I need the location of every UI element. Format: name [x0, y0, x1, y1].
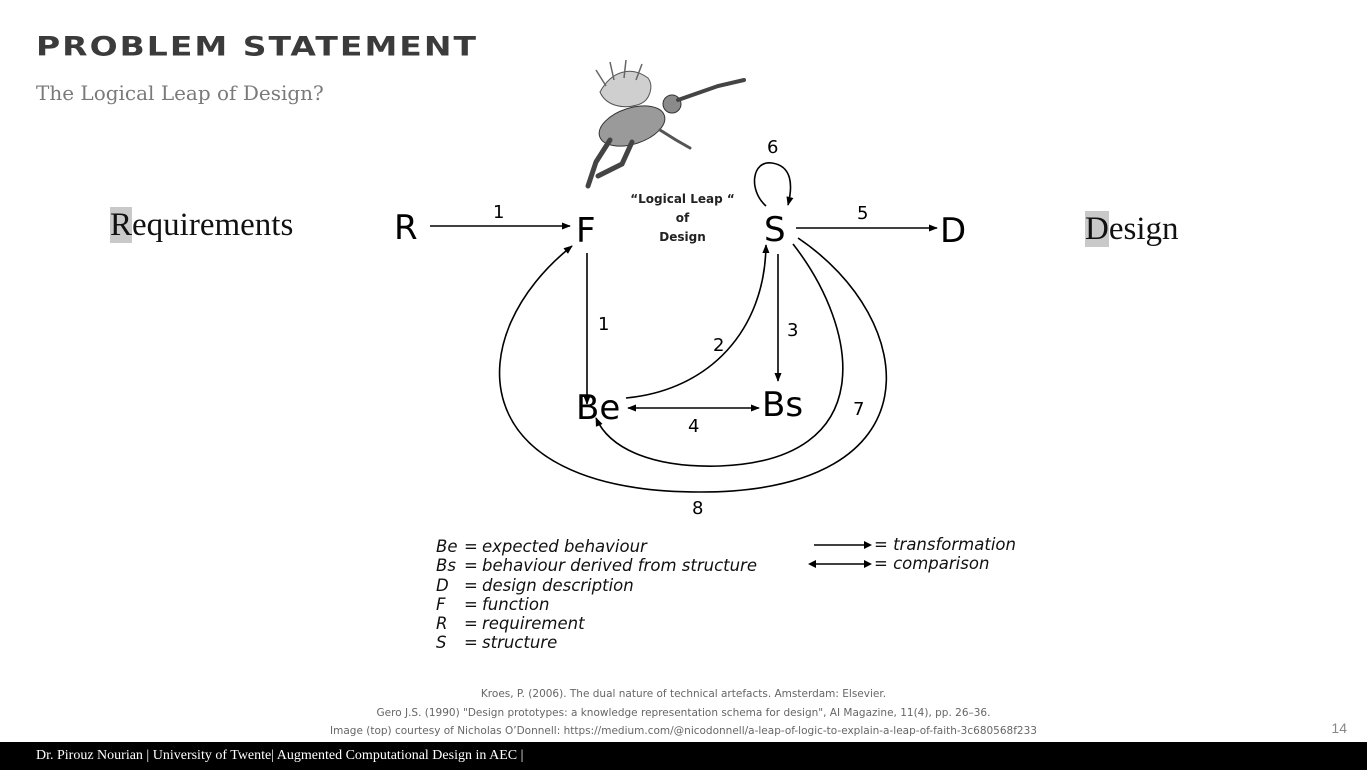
legend-row: S =structure	[436, 633, 757, 652]
legend-symbol: S	[436, 633, 447, 653]
label-edge-be-bs: 4	[688, 416, 699, 437]
legend-symbol: Be	[436, 537, 458, 556]
edge-be-s	[625, 244, 770, 399]
arrow-legend: = transformation = comparison	[808, 535, 1016, 574]
footer-bar: Dr. Pirouz Nourian | University of Twent…	[0, 742, 1367, 770]
edge-s-be	[595, 243, 844, 467]
legend-symbol: D	[436, 575, 449, 595]
comparison-label: = comparison	[874, 554, 990, 574]
slide-subtitle: The Logical Leap of Design?	[36, 81, 324, 105]
edge-s-s	[753, 162, 794, 207]
arrow-legend-row: = comparison	[808, 554, 1016, 573]
node-r: R	[394, 208, 418, 248]
legend-equals: =	[464, 537, 478, 556]
transformation-label: = transformation	[874, 535, 1016, 554]
legend-row: R =requirement	[436, 614, 757, 633]
logical-leap-line-1: “Logical Leap “	[630, 192, 735, 206]
node-be: Be	[576, 388, 620, 428]
label-edge-r-f: 1	[493, 202, 504, 223]
legend-text: structure	[482, 633, 558, 653]
label-edge-be-s: 2	[713, 335, 724, 356]
legend-equals: =	[464, 575, 478, 595]
legend-equals: =	[464, 556, 478, 576]
reference-gero: Gero J.S. (1990) "Design prototypes: a k…	[376, 706, 991, 719]
edge-s-f	[498, 237, 888, 493]
label-edge-s-s: 6	[767, 137, 778, 158]
design-initial: D	[1085, 211, 1109, 247]
logical-leap-label: “Logical Leap “ of Design	[620, 190, 745, 247]
page-number: 14	[1331, 720, 1347, 736]
reference-kroes: Kroes, P. (2006). The dual nature of tec…	[480, 688, 887, 700]
design-label: Design	[1085, 211, 1179, 248]
legend-equals: =	[464, 594, 478, 614]
arrow-legend-row: = transformation	[808, 535, 1016, 554]
references: Kroes, P. (2006). The dual nature of tec…	[0, 685, 1367, 741]
flying-man-illustration	[585, 59, 746, 189]
node-d: D	[940, 211, 966, 251]
legend-row: D =design description	[436, 576, 757, 595]
logical-leap-line-3: Design	[659, 230, 706, 244]
label-edge-s-bs: 3	[787, 320, 798, 341]
legend-row: F =function	[436, 595, 757, 614]
logical-leap-line-2: of	[675, 211, 690, 225]
legend-symbol: R	[436, 614, 448, 634]
node-f: F	[576, 211, 596, 251]
label-edge-s-be: 7	[853, 399, 864, 420]
legend-equals: =	[464, 614, 478, 634]
label-edge-s-f: 8	[692, 498, 703, 519]
footer-text: Dr. Pirouz Nourian | University of Twent…	[36, 748, 524, 763]
legend-text: design description	[482, 575, 634, 595]
legend-row: Bs =behaviour derived from structure	[436, 556, 757, 575]
requirements-label: Requirements	[110, 207, 293, 244]
label-edge-s-d: 5	[857, 203, 868, 224]
legend-symbol: Bs	[436, 556, 456, 576]
legend-equals: =	[464, 633, 478, 653]
legend-text: function	[482, 594, 550, 614]
legend-row: Be =expected behaviour	[436, 537, 757, 556]
node-s: S	[764, 210, 786, 250]
symbol-legend: Be=expected behaviour Bs=behaviour deriv…	[436, 537, 757, 653]
slide-title: PROBLEM STATEMENT	[36, 30, 478, 62]
comparison-arrow-icon	[808, 560, 872, 569]
requirements-rest: equirements	[132, 207, 294, 243]
transformation-arrow-icon	[814, 541, 872, 550]
legend-text: expected behaviour	[482, 537, 647, 556]
design-rest: esign	[1108, 211, 1179, 247]
legend-symbol: F	[436, 594, 446, 614]
node-bs: Bs	[762, 385, 803, 425]
reference-image-credit: Image (top) courtesy of Nicholas O’Donne…	[330, 725, 1037, 737]
legend-text: behaviour derived from structure	[482, 556, 757, 576]
label-edge-f-be: 1	[598, 314, 609, 335]
requirements-initial: R	[110, 207, 133, 243]
legend-text: requirement	[482, 614, 585, 634]
